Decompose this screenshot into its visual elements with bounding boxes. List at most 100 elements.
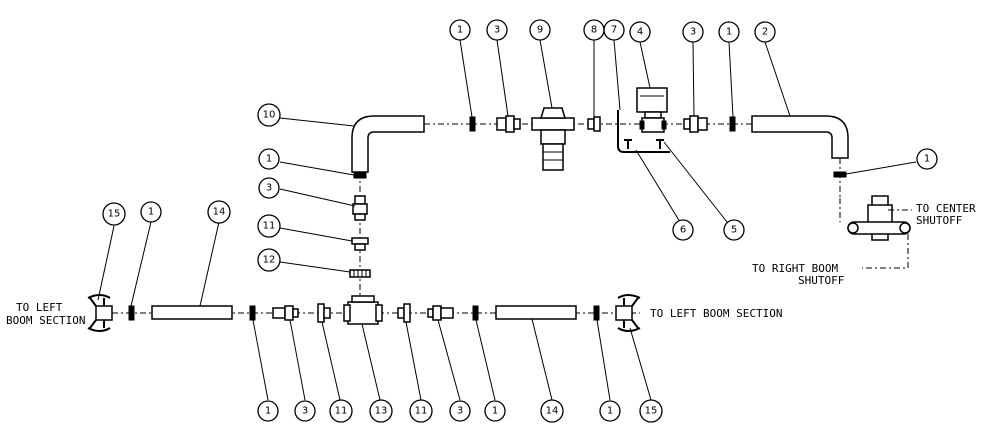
- washer-bot-1b: [472, 305, 479, 321]
- callout-left-11: 11: [257, 214, 281, 238]
- svg-text:9: 9: [537, 25, 543, 36]
- svg-text:4: 4: [637, 27, 643, 38]
- callout-bot-15: 15: [639, 399, 663, 423]
- callout-left-3: 3: [258, 177, 280, 199]
- strainer-9: [531, 107, 575, 171]
- callout-top-3b: 3: [682, 21, 704, 43]
- svg-text:15: 15: [645, 406, 658, 417]
- svg-text:1: 1: [924, 154, 930, 165]
- washer-right-1: [833, 171, 847, 178]
- fitting-8: [587, 116, 601, 132]
- washer-1a: [469, 116, 476, 132]
- washer-bot-1a: [249, 305, 256, 321]
- svg-text:11: 11: [415, 406, 428, 417]
- callout-top-1b: 1: [718, 21, 740, 43]
- svg-text:13: 13: [375, 406, 388, 417]
- callout-bot-3a: 3: [294, 400, 316, 422]
- svg-text:1: 1: [726, 27, 732, 38]
- callout-upper-15: 15: [102, 202, 126, 226]
- callout-top-1a: 1: [449, 19, 471, 41]
- leader-right-boom: [862, 234, 909, 269]
- elbow-pipe-10: [351, 115, 425, 173]
- svg-text:3: 3: [457, 406, 463, 417]
- svg-text:2: 2: [762, 27, 768, 38]
- svg-text:10: 10: [263, 110, 276, 121]
- callout-upper-1: 1: [140, 201, 162, 223]
- svg-text:1: 1: [266, 154, 272, 165]
- fitting-3a: [496, 115, 521, 133]
- svg-text:1: 1: [148, 207, 154, 218]
- tee-valve-right: [839, 195, 911, 241]
- callout-top-7: 7: [603, 19, 625, 41]
- label-to-center-1: TO CENTER: [916, 202, 976, 215]
- callout-bot-1a: 1: [257, 400, 279, 422]
- callout-top-8: 8: [583, 19, 605, 41]
- washer-bot-1c: [593, 305, 600, 321]
- label-to-center-2: SHUTOFF: [916, 214, 962, 227]
- svg-text:15: 15: [108, 209, 121, 220]
- svg-text:11: 11: [263, 221, 276, 232]
- callout-bot-1c: 1: [599, 400, 621, 422]
- callout-bot-13: 13: [369, 399, 393, 423]
- svg-text:12: 12: [263, 255, 276, 266]
- svg-text:1: 1: [607, 406, 613, 417]
- nipple-left-12: [349, 269, 371, 278]
- fitting-left-3: [352, 195, 368, 221]
- svg-text:3: 3: [302, 406, 308, 417]
- svg-text:6: 6: [680, 225, 686, 236]
- callout-left-12: 12: [257, 248, 281, 272]
- svg-text:7: 7: [611, 25, 617, 36]
- label-to-right-boom-1: TO RIGHT BOOM: [752, 262, 838, 275]
- svg-text:3: 3: [690, 27, 696, 38]
- svg-text:1: 1: [492, 406, 498, 417]
- callout-left-10: 10: [257, 103, 281, 127]
- callout-mid-6: 6: [672, 219, 694, 241]
- svg-text:5: 5: [731, 225, 737, 236]
- label-to-left-boom-2: BOOM SECTION: [6, 314, 85, 327]
- svg-text:11: 11: [335, 406, 348, 417]
- washer-left-1: [353, 172, 367, 179]
- callout-right-1: 1: [916, 148, 938, 170]
- svg-text:14: 14: [213, 207, 226, 218]
- svg-text:3: 3: [494, 25, 500, 36]
- callout-top-2: 2: [754, 21, 776, 43]
- fitting-15-left: [87, 294, 113, 332]
- svg-text:8: 8: [591, 25, 597, 36]
- svg-text:3: 3: [266, 183, 272, 194]
- callout-bot-11a: 11: [329, 399, 353, 423]
- fitting-bot-3a: [272, 305, 299, 321]
- callout-bot-1b: 1: [484, 400, 506, 422]
- fitting-bot-3b: [427, 305, 454, 321]
- label-to-right-boom-2: SHUTOFF: [798, 274, 844, 287]
- callout-top-3a: 3: [486, 19, 508, 41]
- bracket-7: [617, 110, 670, 153]
- pipe-14-right: [495, 305, 577, 320]
- callout-upper-14: 14: [207, 200, 231, 224]
- callout-mid-5: 5: [723, 219, 745, 241]
- callout-bot-3b: 3: [449, 400, 471, 422]
- valve-4: [636, 87, 668, 133]
- fitting-bot-11a: [317, 303, 331, 323]
- leader-lines: [97, 39, 917, 401]
- fitting-left-11: [351, 237, 369, 251]
- label-to-left-boom-right: TO LEFT BOOM SECTION: [650, 307, 782, 320]
- fitting-15-right: [615, 294, 641, 332]
- screws-5-6: [624, 139, 664, 149]
- fitting-bot-11b: [397, 303, 411, 323]
- label-to-left-boom-1: TO LEFT: [16, 301, 63, 314]
- svg-text:1: 1: [265, 406, 271, 417]
- washer-1b: [729, 116, 736, 132]
- callout-bot-14: 14: [540, 399, 564, 423]
- callout-top-9: 9: [529, 19, 551, 41]
- pipe-14-left: [151, 305, 233, 320]
- svg-text:1: 1: [457, 25, 463, 36]
- washer-bottom-upper-1: [128, 305, 135, 321]
- callout-left-1: 1: [258, 148, 280, 170]
- callout-top-4: 4: [629, 21, 651, 43]
- tee-13: [343, 295, 383, 325]
- elbow-pipe-2: [751, 115, 849, 159]
- svg-text:14: 14: [546, 406, 559, 417]
- callout-bot-11b: 11: [409, 399, 433, 423]
- fitting-3b: [683, 115, 708, 133]
